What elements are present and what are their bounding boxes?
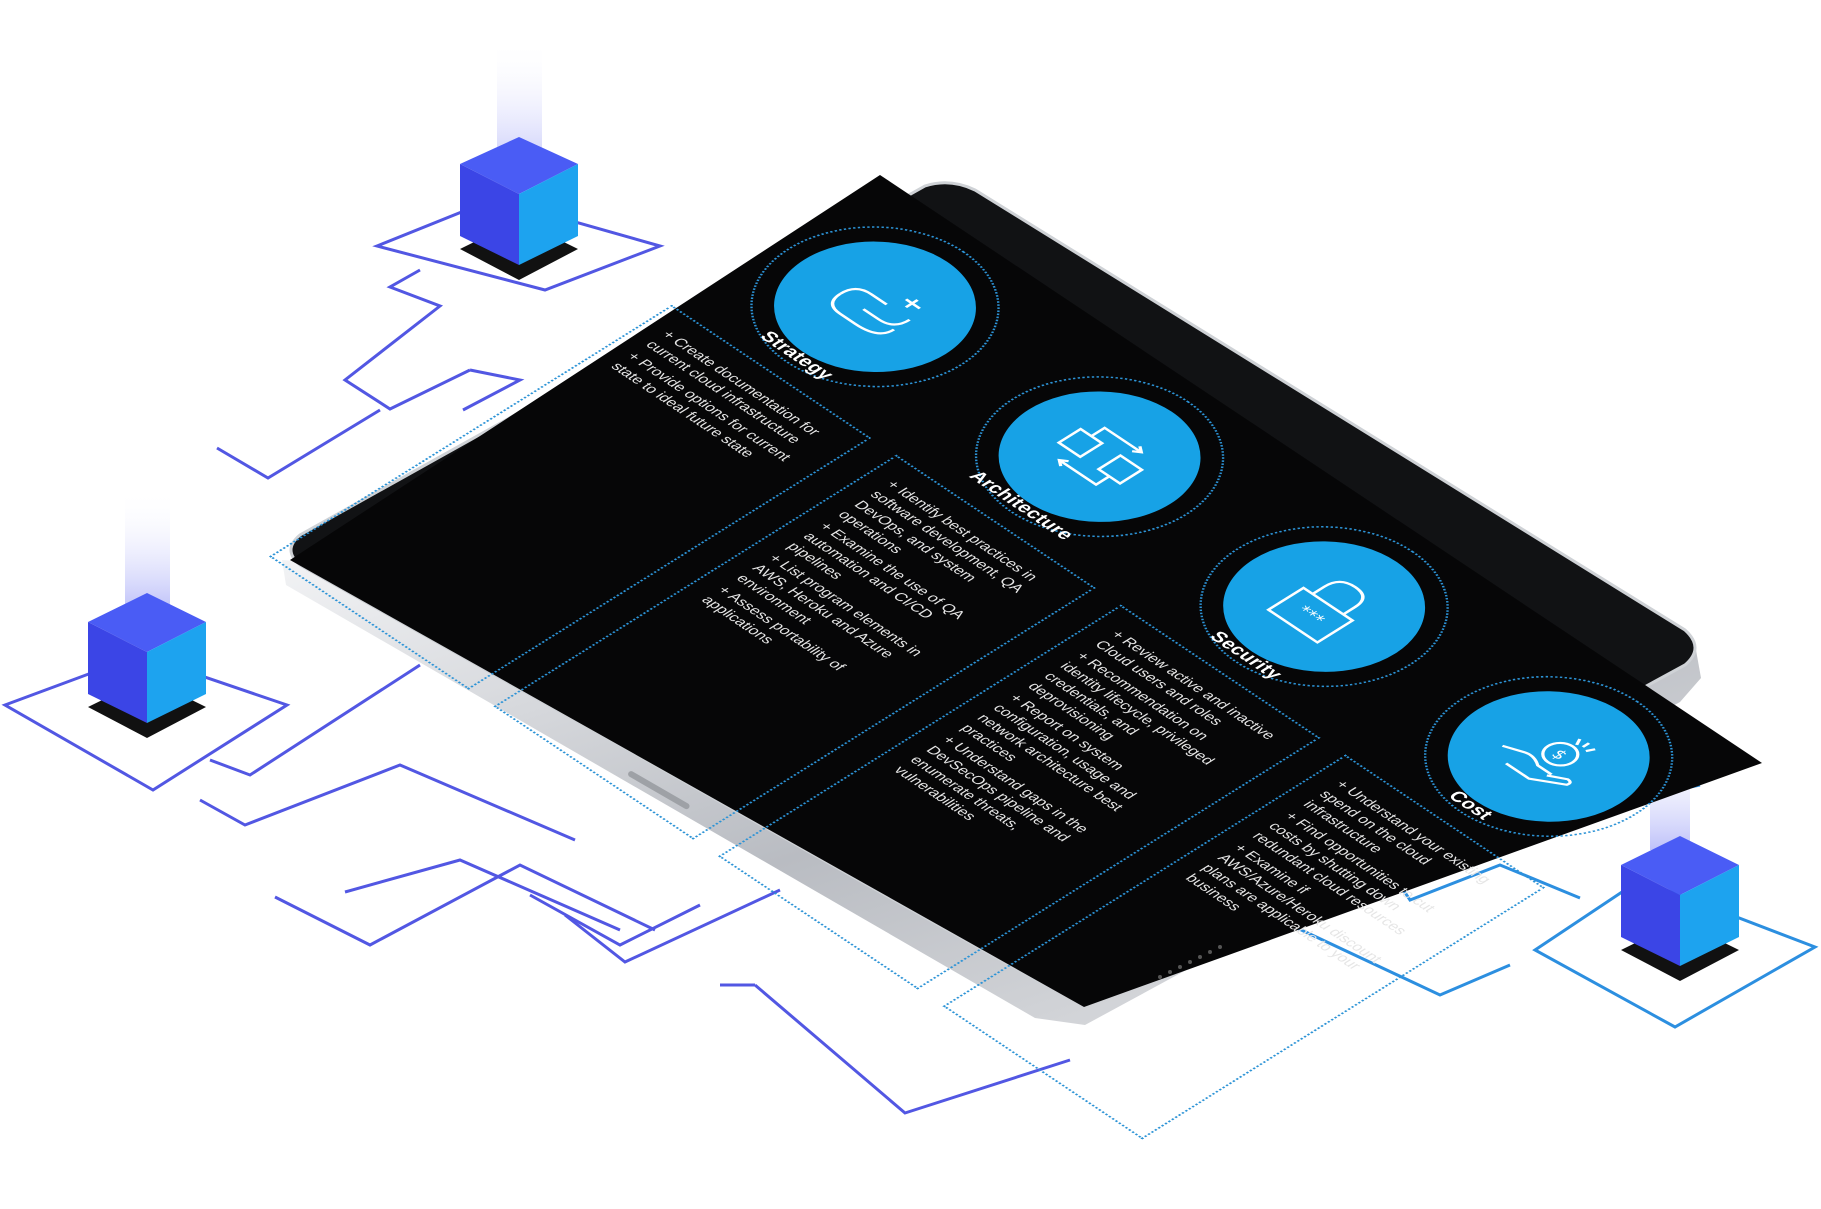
svg-text:***: *** [1292, 603, 1329, 627]
circuit-path [462, 368, 525, 412]
circuit-path [564, 888, 781, 964]
tablet-screen [290, 175, 1762, 1007]
icon-circle [956, 364, 1243, 549]
circuit-diamond-top [372, 197, 665, 292]
circuit-path [1279, 918, 1511, 997]
circuit-path [199, 763, 576, 842]
column-cost: $ Cost + Understand your existing spend … [880, 175, 1762, 1140]
illustration: Strategy + Create documentation for curr… [1, 40, 1819, 1140]
column-architecture: Architecture + Identify best practices i… [493, 175, 1762, 840]
screen-content: Strategy + Create documentation for curr… [167, 175, 1761, 1209]
icon-circle [732, 214, 1018, 400]
hand-coin-icon: $ [1501, 738, 1596, 786]
column-security: *** Security + Review active and inactiv… [718, 175, 1762, 990]
svg-text:$: $ [1547, 747, 1572, 763]
icon-circle: *** [1181, 514, 1467, 699]
cube-top [460, 137, 578, 280]
cube-right [1621, 836, 1739, 981]
flow-diagram-icon [1056, 426, 1145, 487]
circuit-path [209, 663, 421, 777]
tablet-body [282, 175, 1762, 1025]
circuit-diamond-right [1532, 878, 1819, 1029]
tablet: Strategy + Create documentation for curr… [268, 192, 1726, 1140]
circuit-path [342, 268, 471, 411]
chain-link-icon [830, 287, 921, 335]
circuit-path [529, 893, 701, 947]
circuit-path [754, 983, 1071, 1115]
circuit-path [216, 408, 381, 480]
circuit-path [274, 863, 656, 947]
column-strategy: Strategy + Create documentation for curr… [268, 175, 1762, 764]
background-illustration [1, 40, 1819, 1115]
padlock-icon: *** [1266, 580, 1365, 644]
light-beam [125, 490, 170, 610]
icon-circle: $ [1405, 664, 1692, 849]
circuit-path [344, 858, 621, 932]
cube-left [88, 593, 206, 738]
